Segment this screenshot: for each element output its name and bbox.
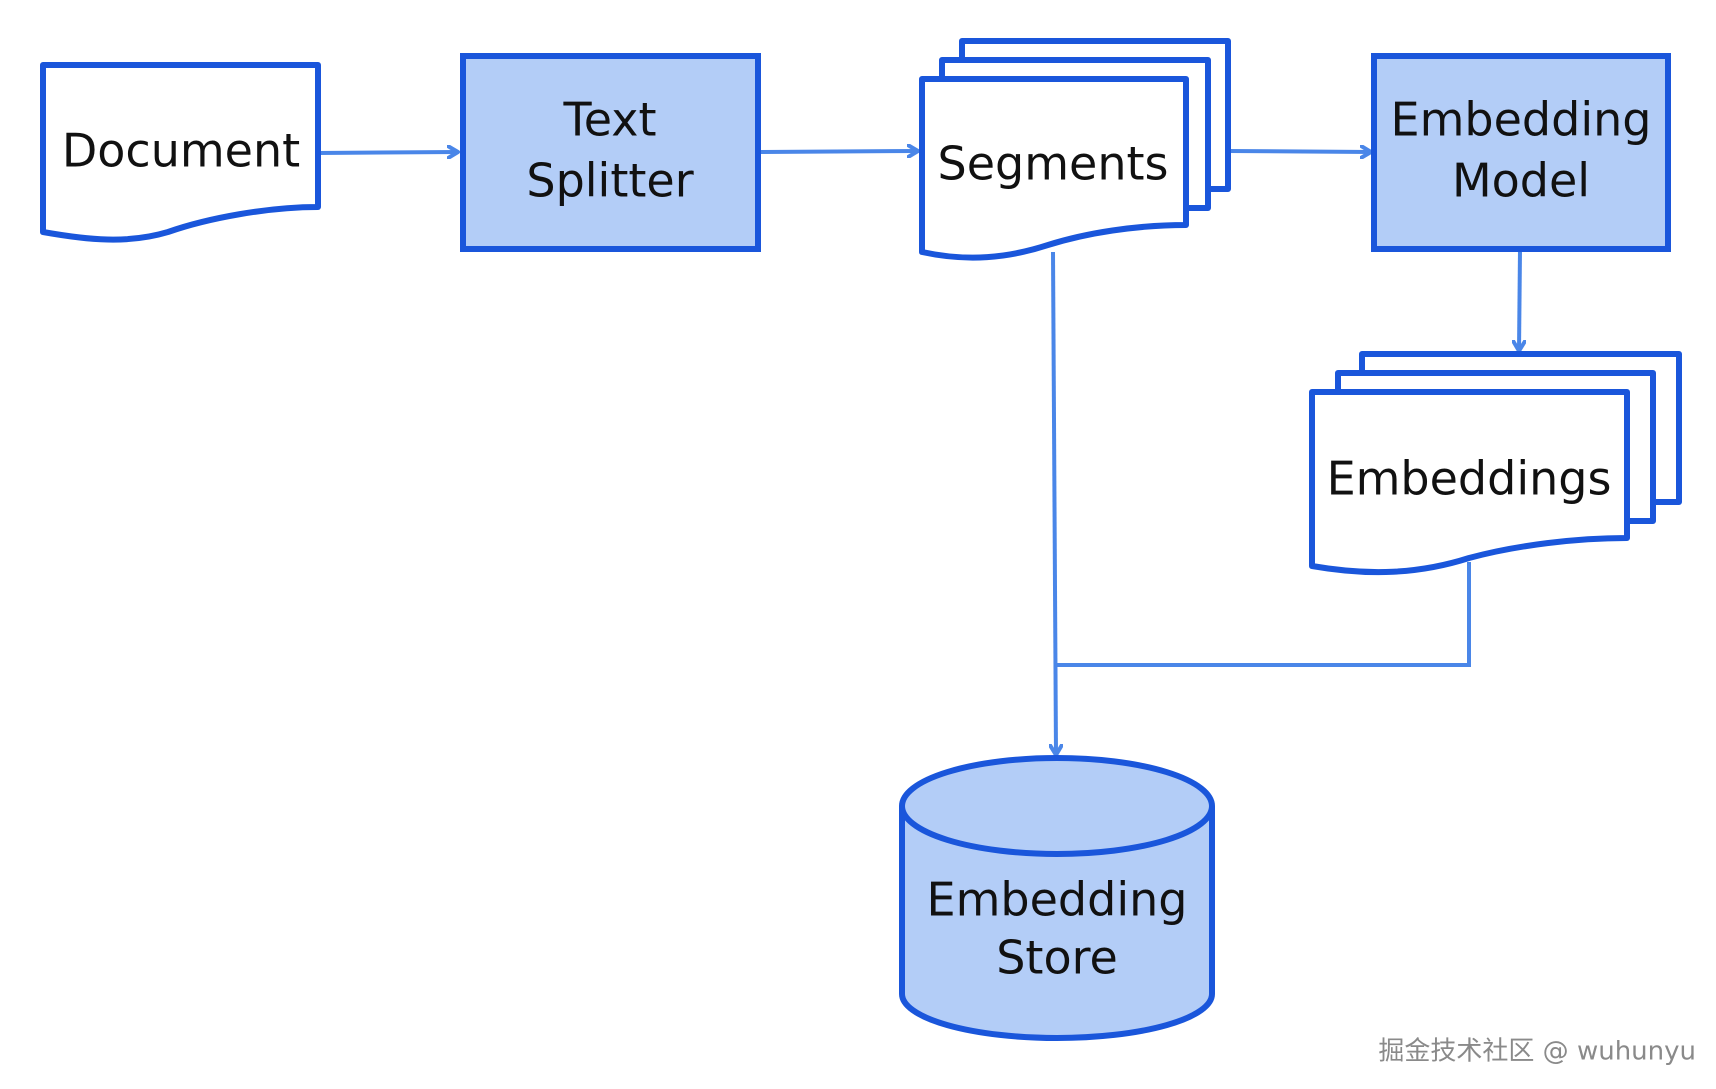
segments-front-page <box>919 76 1189 261</box>
node-embeddings: Embeddings <box>1309 351 1682 576</box>
connectors <box>317 151 1520 755</box>
edge-embedding-model-to-embeddings <box>1519 249 1520 351</box>
node-document: Document <box>40 62 321 243</box>
edge-embeddings-to-embedding-store <box>1056 562 1471 667</box>
text-splitter-label-line1: Text <box>562 93 656 147</box>
text-splitter-box <box>460 53 761 252</box>
edge-segments-to-embedding-model <box>1227 151 1371 152</box>
node-segments: Segments <box>919 38 1231 261</box>
edge-segments-to-embedding-store <box>1053 251 1056 755</box>
embedding-model-label-line2: Model <box>1452 154 1590 208</box>
embedding-store-top <box>899 755 1215 857</box>
embeddings-front-page <box>1309 389 1630 576</box>
embedding-store-label-line1: Embedding <box>927 873 1188 927</box>
segments-label: Segments <box>938 137 1169 191</box>
node-embedding-model: Embedding Model <box>1371 53 1671 252</box>
edge-text-splitter-to-segments <box>757 151 918 152</box>
embeddings-label: Embeddings <box>1327 452 1612 506</box>
text-splitter-label-line2: Splitter <box>526 154 693 208</box>
node-text-splitter: Text Splitter <box>460 53 761 252</box>
embedding-store-body <box>899 806 1215 1041</box>
edge-document-to-text-splitter <box>317 152 458 153</box>
document-shape <box>40 62 321 243</box>
embedding-model-label-line1: Embedding <box>1391 93 1652 147</box>
node-embedding-store: Embedding Store <box>899 755 1215 1041</box>
embedding-store-label-line2: Store <box>996 931 1118 985</box>
watermark: 掘金技术社区 @ wuhunyu <box>1378 1037 1696 1067</box>
document-label: Document <box>62 124 300 178</box>
embedding-model-box <box>1371 53 1671 252</box>
